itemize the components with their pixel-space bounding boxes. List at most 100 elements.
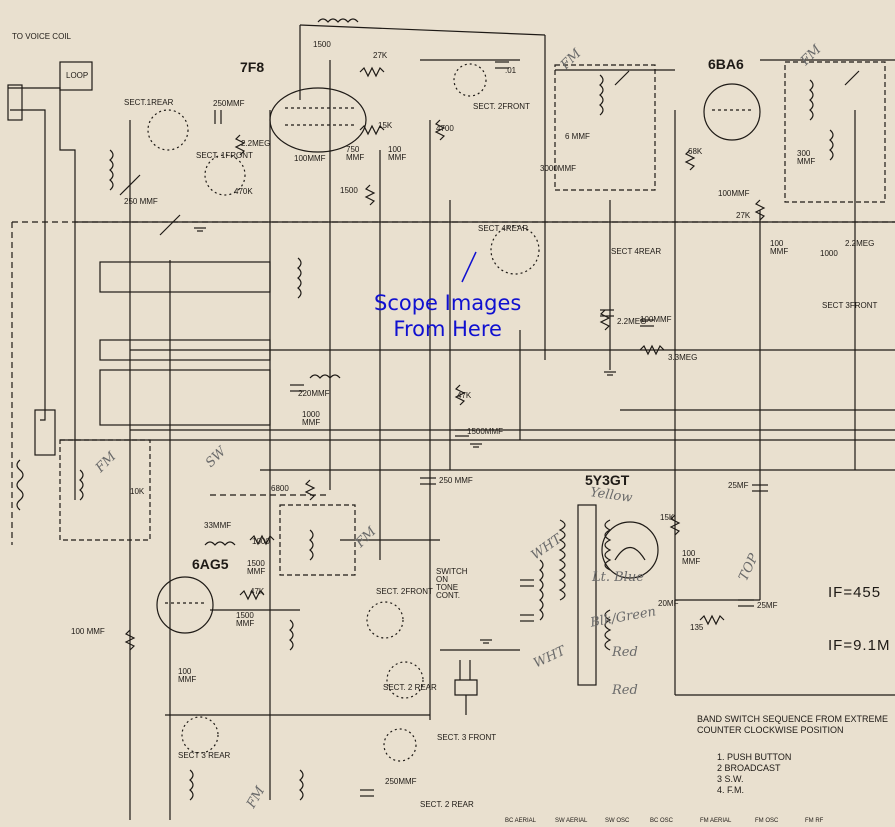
inductor: [299, 769, 304, 801]
sect2-front-label: SECT. 2FRONT: [473, 102, 530, 111]
cap-100-b-value: 100 MMF: [770, 239, 789, 256]
switch-wafer: [147, 109, 189, 151]
sect2-front-b-label: SECT. 2FRONT: [376, 587, 433, 596]
voice-coil-label: TO VOICE COIL: [12, 32, 71, 41]
coil-can: [554, 64, 656, 191]
resistor: [234, 134, 246, 156]
loop-label: LOOP: [66, 71, 89, 80]
cap-6mmf-value: 6 MMF: [565, 132, 590, 141]
inductor: [317, 18, 359, 23]
resistor: [454, 384, 466, 406]
legend-item: 4. F.M.: [717, 785, 745, 795]
inductor: [109, 149, 114, 191]
resistor: [684, 149, 696, 171]
switch-wafer: [490, 225, 540, 275]
tube-6ag5-envelope: [156, 576, 214, 634]
cap-100mmf-d-value: 100 MMF: [71, 627, 105, 636]
resistor: [249, 534, 275, 546]
loop-antenna-box: [59, 61, 93, 91]
pencil-red-b: Red: [612, 683, 638, 698]
cap-1500mmf-value: 1500MMF: [467, 427, 504, 436]
capacitor: [495, 61, 509, 69]
sect2-rear-label: SECT. 2 REAR: [383, 683, 437, 692]
resistor: [699, 614, 725, 626]
resistor: [639, 344, 665, 356]
power-plug: [454, 660, 478, 715]
res-1500-value: 1500: [340, 186, 358, 195]
tube-6ag5-label: 6AG5: [192, 556, 229, 572]
transformer-winding: [604, 609, 612, 651]
resistor: [599, 309, 611, 331]
cap-100mmf-value: 100MMF: [294, 154, 326, 163]
res-68k-value: 68K: [688, 147, 703, 156]
cap-25mf-b-value: 25MF: [757, 601, 778, 610]
resistor: [359, 124, 385, 136]
transformer-winding: [604, 519, 612, 571]
cap-220mmf-value: 220MMF: [298, 389, 330, 398]
res-2meg-c-value: 2.2MEG: [617, 317, 647, 326]
cap-750-value: 750 MMF: [346, 145, 365, 162]
tone-switch-label: SWITCH ON TONE CONT.: [436, 567, 468, 600]
cap-20mf-value: 20MF: [658, 599, 679, 608]
cap-100-c-value: 100 MMF: [178, 667, 197, 684]
legend-title: BAND SWITCH SEQUENCE FROM EXTREME COUNTE…: [697, 714, 889, 735]
tube-6ba6-label: 6BA6: [708, 56, 744, 72]
tube-7f8-label: 7F8: [240, 59, 265, 75]
res-6800-value: 6800: [271, 484, 289, 493]
voice-coil-terminal: [7, 84, 23, 121]
resistor: [434, 119, 446, 141]
tube-6ba6-envelope: [703, 83, 761, 141]
ground-symbol: [470, 443, 482, 448]
resistor: [304, 479, 316, 501]
coil-can: [784, 61, 886, 203]
res-470k-value: 470K: [234, 187, 253, 196]
res-135-value: 135: [690, 623, 704, 632]
resistor: [359, 66, 385, 78]
sect3-front-label: SECT 3FRONT: [822, 301, 878, 310]
capacitor: [290, 384, 304, 392]
capacitor: [520, 614, 534, 622]
capacitor: [640, 319, 654, 327]
capacitor: [520, 579, 534, 587]
cap-100-value: 100 MMF: [388, 145, 407, 162]
cap-1500-c-value: 1500 MMF: [236, 611, 255, 628]
inductor: [829, 129, 834, 161]
footer-label: SW OSC: [605, 818, 630, 824]
res-15k-value: 15K: [378, 121, 393, 130]
cap-1000-value: 1000 MMF: [302, 410, 321, 427]
cap-33mmf-value: 33MMF: [204, 521, 232, 530]
res-3meg-value: 3.3MEG: [668, 353, 698, 362]
inductor: [289, 619, 294, 651]
res-4700-value: 4700: [436, 124, 454, 133]
resistor: [364, 184, 376, 206]
footer-label: FM AERIAL: [700, 818, 732, 824]
callout-pointer: [461, 251, 477, 283]
tube-5y3gt-envelope: [601, 521, 659, 579]
capacitor: [752, 484, 768, 492]
cap-25mf-value: 25MF: [728, 481, 749, 490]
cap-1500-b-value: 1500 MMF: [247, 559, 266, 576]
res-10k-value: 10K: [130, 487, 145, 496]
inductor: [309, 529, 314, 561]
switch-wafer: [386, 661, 424, 699]
fm-antenna-terminal: [34, 409, 56, 456]
footer-label: SW AERIAL: [555, 818, 588, 824]
res-27k-value: 27K: [373, 51, 388, 60]
footer-label: FM OSC: [755, 818, 779, 824]
callout-line-1: Scope Images: [374, 291, 522, 315]
res-1000-b-value: 1000: [252, 537, 270, 546]
capacitor: [455, 429, 469, 437]
resistor: [239, 589, 265, 601]
cap-250-value: 250 MMF: [124, 197, 158, 206]
sect3-rear-label: SECT 3 REAR: [178, 751, 231, 760]
inductor: [539, 559, 544, 621]
switch-wafer: [453, 63, 487, 97]
inductor: [204, 541, 236, 546]
footer-label: BC OSC: [650, 818, 674, 824]
cap-64-value: 250MMF: [213, 99, 245, 108]
capacitor: [600, 309, 614, 317]
twin-lead: [16, 459, 24, 511]
wire: [299, 24, 546, 36]
switch-wafer: [181, 716, 219, 754]
